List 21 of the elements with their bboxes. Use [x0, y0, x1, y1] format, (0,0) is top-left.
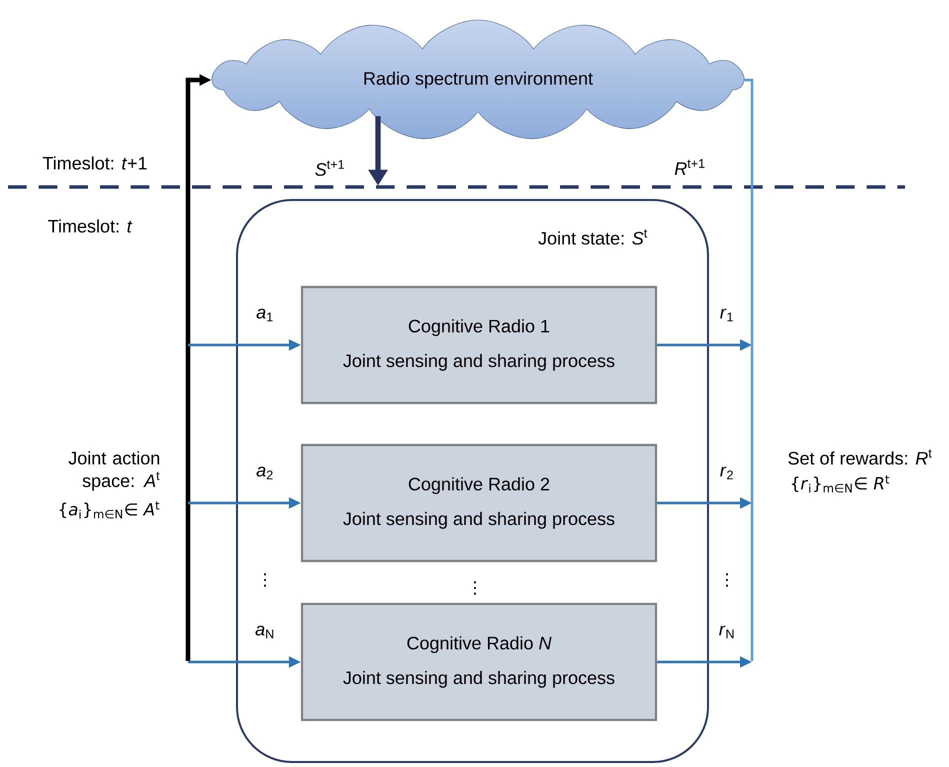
text-label: {a$_{i}$}$_{m∈N}$∈ A$^{t}$ [60, 501, 160, 519]
process-box: Cognitive Radio 1 Joint sensing and sharing process [300, 286, 658, 404]
cloud: Radio spectrum environment [212, 20, 744, 139]
edge-label: a$_{1}$ [254, 307, 276, 323]
process-box: Cognitive Radio 2 Joint sensing and sharing process [300, 444, 658, 562]
text-label: {r$_{i}$}$_{m∈N}$∈ R$^{t}$ [792, 475, 890, 493]
edge-label: r$_{1}$ [718, 307, 736, 323]
text-label: Timeslot: t+1 [42, 156, 147, 170]
process-box: Cognitive Radio N Joint sensing and sharing process [300, 602, 658, 722]
edge-label: a$_{2}$ [254, 465, 276, 481]
edge-label: r$_{N}$ [718, 624, 737, 640]
text-label: Joint action space: A$^{t}$ [68, 451, 160, 491]
edge-label: R$^{t+1}$ [672, 158, 708, 176]
edge-label: S$^{t+1}$ [313, 158, 347, 178]
edge-label: r$_{2}$ [718, 465, 736, 481]
text-label: Timeslot: t [48, 219, 132, 233]
dots: ⋮ [726, 573, 728, 587]
dots: ⋮ [264, 573, 266, 587]
edge-label: a$_{N}$ [254, 624, 276, 640]
dots: ⋮ [474, 581, 476, 595]
text-label: Set of rewards: R$^{t}$ [788, 449, 932, 465]
